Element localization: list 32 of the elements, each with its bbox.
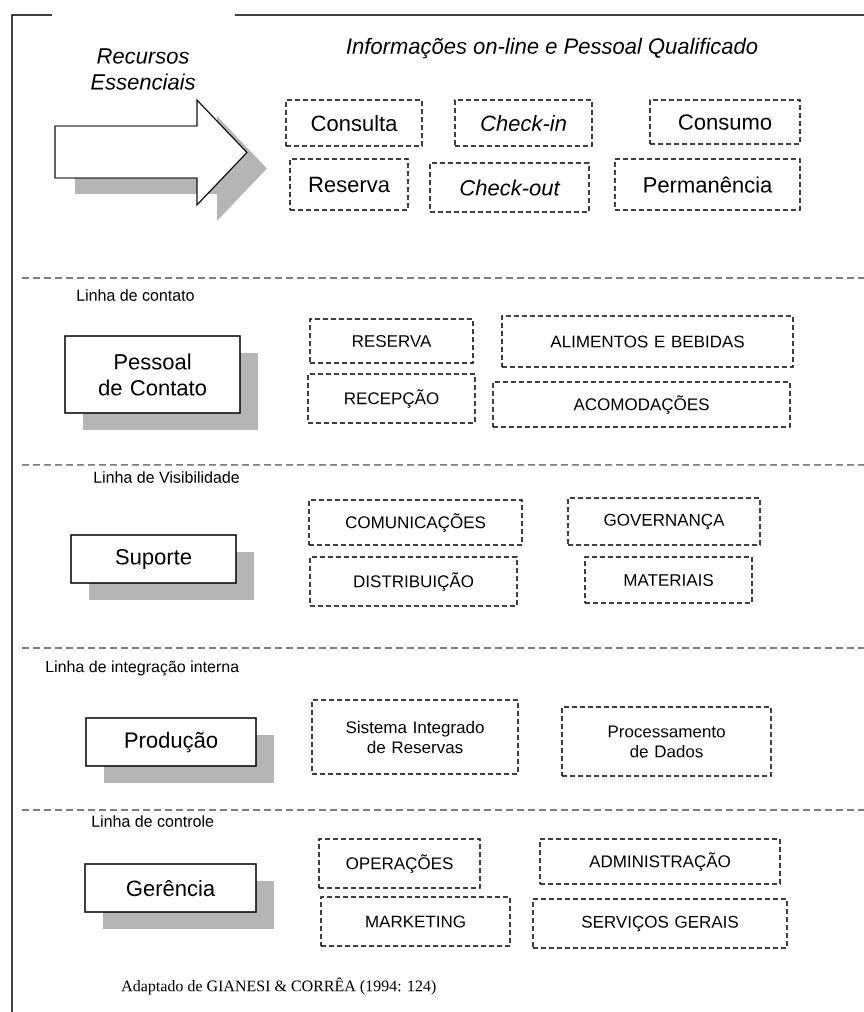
heading: Recursos Essenciais xyxy=(91,48,196,90)
dashed-box: OPERAÇÕES xyxy=(318,838,481,889)
line-label: Linha de integração interna xyxy=(46,660,240,676)
dashed-box: MATERIAIS xyxy=(584,556,753,604)
dashed-box: GOVERNANÇA xyxy=(567,497,761,546)
dashed-box: ADMINISTRAÇÃO xyxy=(539,838,781,885)
dashed-box: Permanência xyxy=(614,158,801,211)
dashed-box: ALIMENTOS E BEBIDAS xyxy=(501,315,794,368)
dashed-box: Processamento de Dados xyxy=(561,706,772,777)
line-label: Linha de contato xyxy=(77,289,194,301)
dashed-box: Consumo xyxy=(649,99,801,145)
dashed-box: MARKETING xyxy=(320,896,511,947)
dashed-box: SERVIÇOS GERAIS xyxy=(532,898,788,949)
dashed-box: RECEPÇÃO xyxy=(307,373,476,424)
dashed-box: Consulta xyxy=(285,99,423,147)
block-arrow xyxy=(54,98,267,221)
heading: Informações on-line e Pessoal Qualificado xyxy=(346,37,758,59)
dashed-box: Reserva xyxy=(289,158,409,211)
line-label: Linha de Visibilidade xyxy=(94,471,239,483)
dashed-box: DISTRIBUIÇÃO xyxy=(309,556,518,607)
process-box: Suporte xyxy=(70,534,254,600)
dashed-box: COMUNICAÇÕES xyxy=(308,499,523,546)
process-box: Produção xyxy=(85,717,274,783)
dashed-box: RESERVA xyxy=(309,318,474,364)
line-label: Linha de controle xyxy=(92,815,214,827)
dashed-box: Sistema Integrado de Reservas xyxy=(311,699,519,775)
process-box: Pessoal de Contato xyxy=(64,335,258,430)
dashed-box: ACOMODAÇÕES xyxy=(492,381,791,428)
dashed-box: Check-out xyxy=(429,162,590,213)
process-box: Gerência xyxy=(84,863,274,929)
dashed-box: Check-in xyxy=(454,99,593,147)
source-caption: Adaptado de GIANESI & CORRÊA (1994: 124) xyxy=(121,977,436,995)
